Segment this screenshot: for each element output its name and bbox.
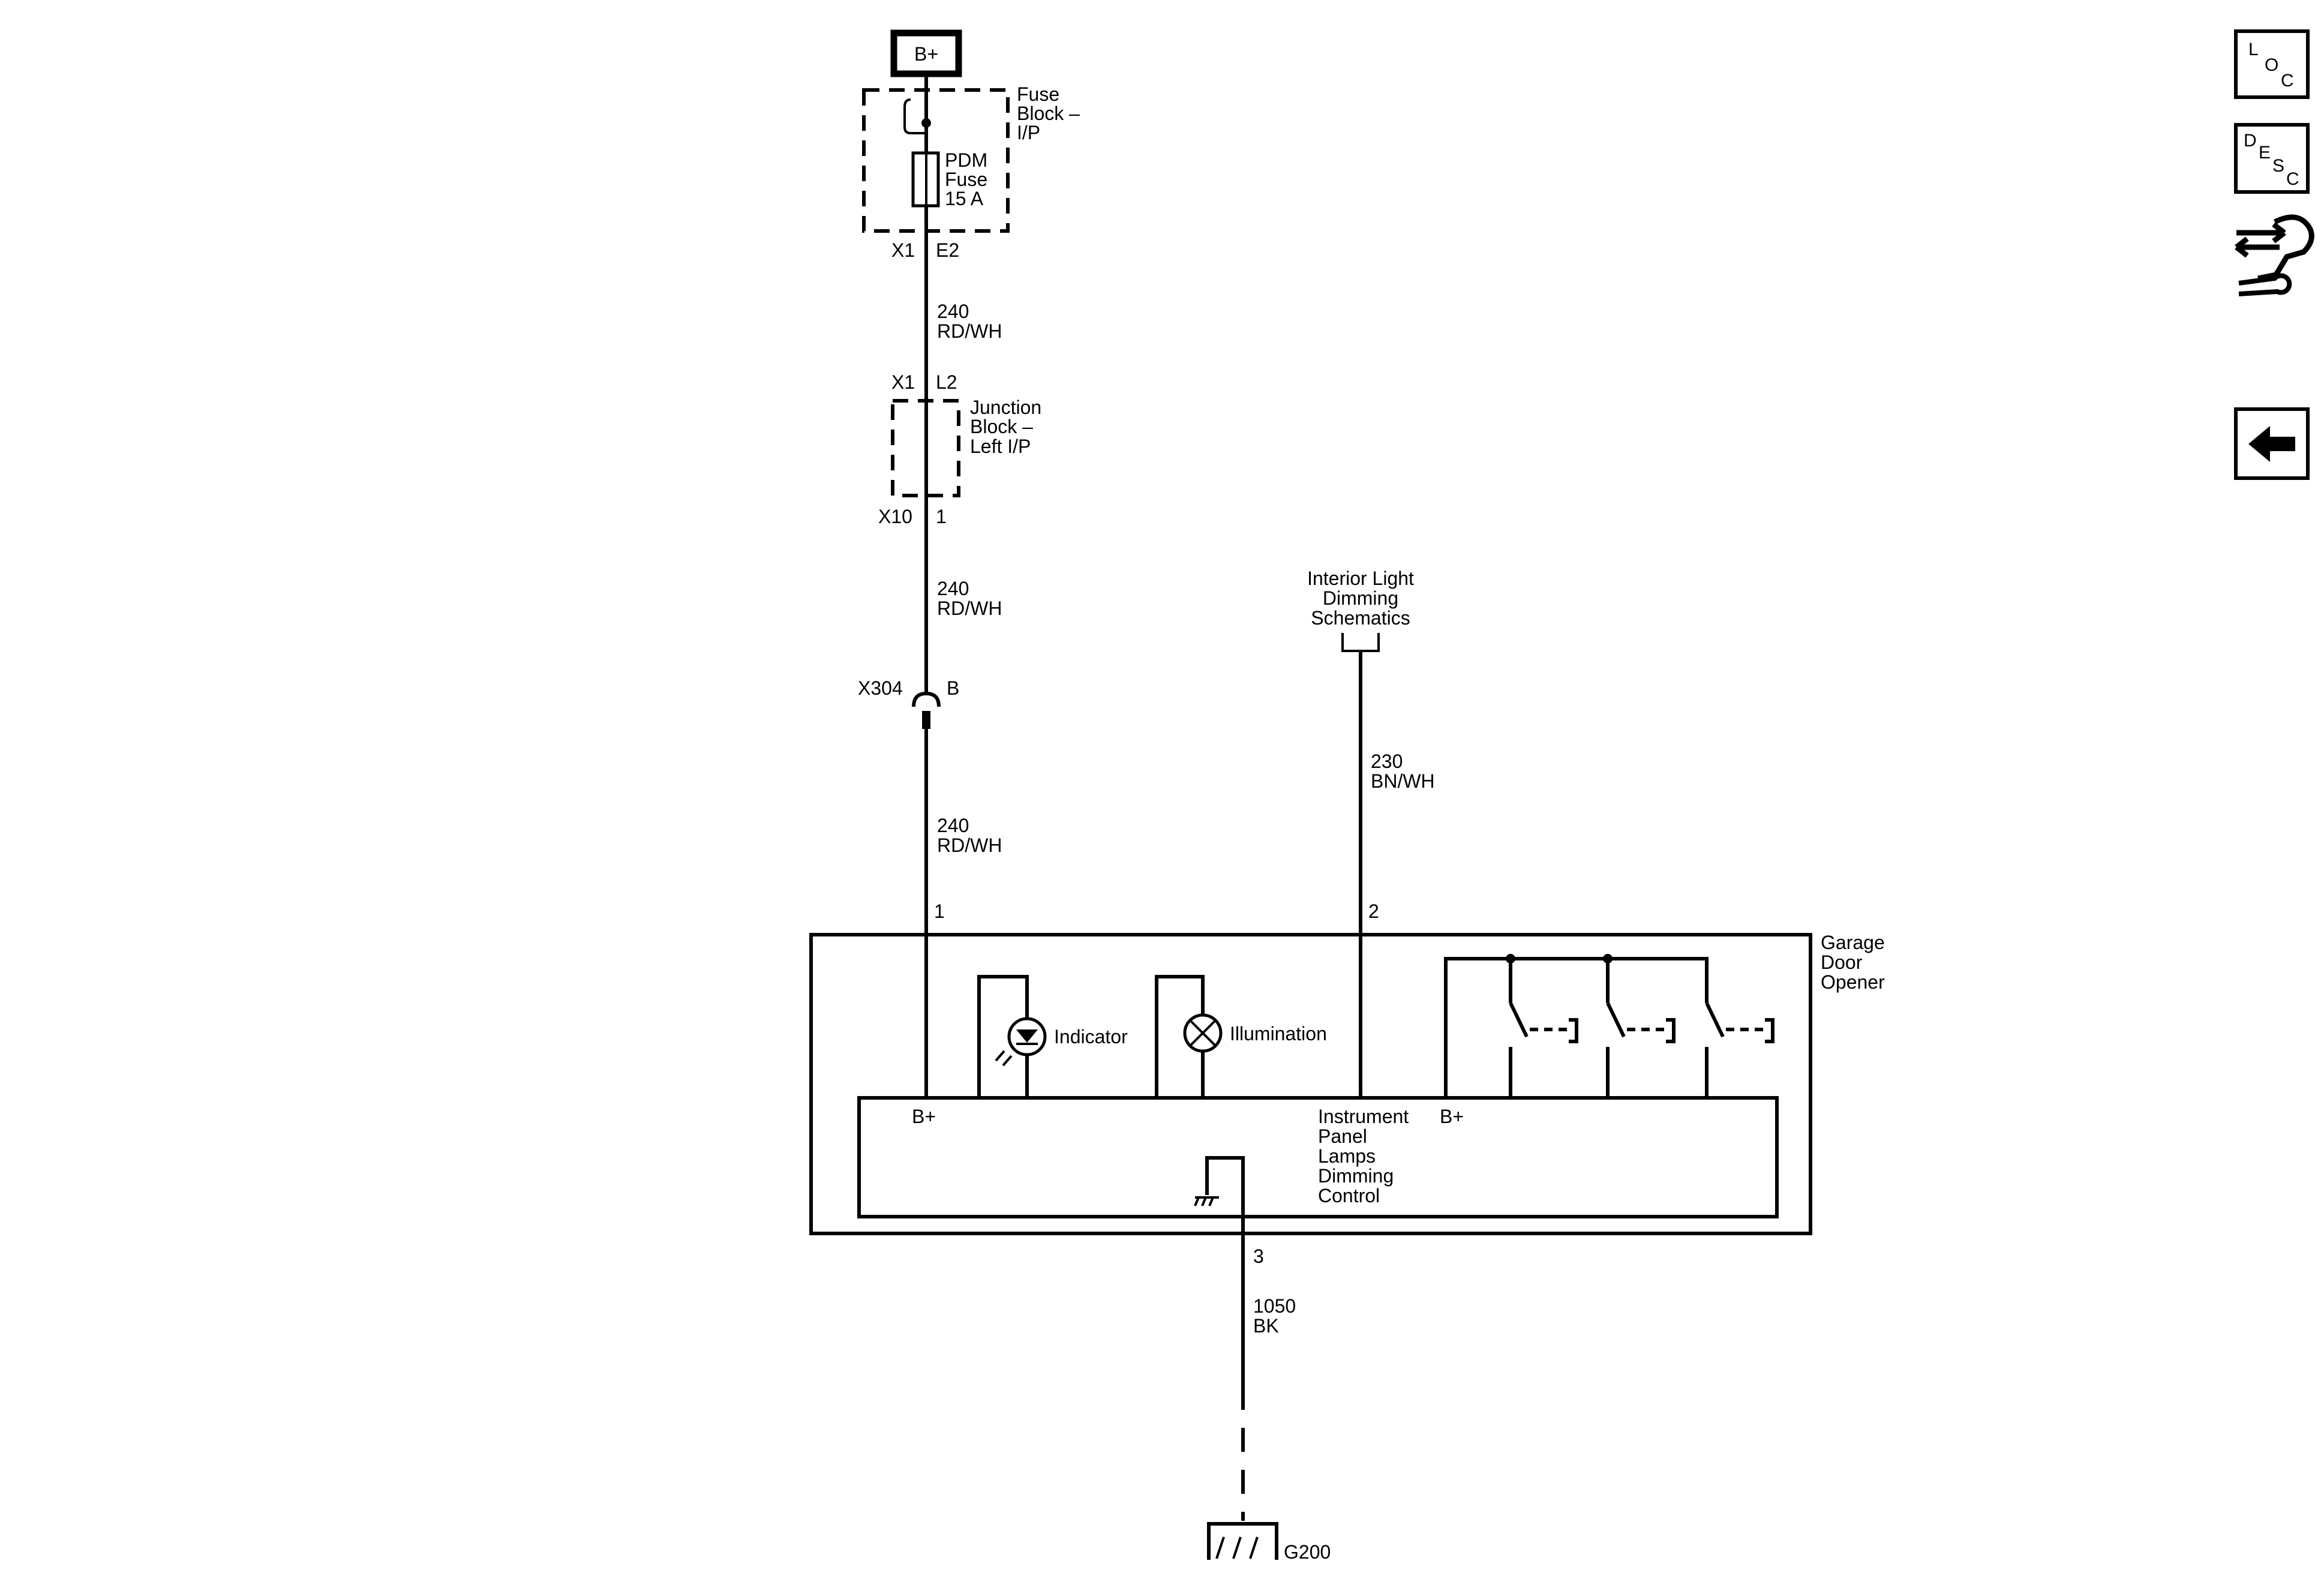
- dimming-ref-name-2: Dimming: [1323, 587, 1398, 609]
- fuse-block-name-1: Fuse: [1017, 83, 1059, 105]
- fuse-label-3: 15 A: [945, 188, 984, 209]
- loc-button[interactable]: L O C: [2234, 29, 2310, 99]
- fuse-label-1: PDM: [945, 149, 987, 171]
- indicator-label: Indicator: [1054, 1026, 1128, 1047]
- fuse-block-name-3: I/P: [1017, 122, 1040, 143]
- desc-letter-1: D: [2244, 131, 2257, 151]
- switch-1: [1509, 1002, 1529, 1038]
- loc-letter-2: O: [2265, 55, 2278, 75]
- bus-bar-symbol: [903, 98, 926, 134]
- gdo-pin-2: 2: [1368, 900, 1379, 922]
- ground-name: G200: [1284, 1541, 1331, 1563]
- fuse-block-name-2: Block –: [1017, 103, 1080, 124]
- gdo-name-3: Opener: [1821, 971, 1885, 993]
- loc-letter-3: C: [2281, 71, 2294, 91]
- chassis-ground-icon: [1207, 1522, 1278, 1560]
- switch-2: [1606, 1002, 1626, 1038]
- switch-3: [1705, 1002, 1725, 1038]
- power-source: B+: [890, 29, 962, 77]
- junction-in-connector: X1: [891, 371, 915, 393]
- control-module-box: [857, 1096, 1779, 1218]
- desc-letter-3: S: [2272, 156, 2284, 176]
- junction-name-2: Block –: [970, 416, 1033, 437]
- wire-1050-color: BK: [1253, 1315, 1279, 1337]
- garage-door-opener: 1 2 Garage Door Opener Indicator Illumin…: [809, 900, 1885, 1235]
- dimming-control-5: Control: [1318, 1185, 1380, 1206]
- illumination-label: Illumination: [1230, 1023, 1327, 1044]
- gdo-name-1: Garage: [1821, 932, 1885, 953]
- inline-connector-pin: B: [947, 677, 959, 699]
- dimming-ref-name-1: Interior Light: [1307, 568, 1414, 589]
- wire-240-b-circuit: 240: [937, 578, 969, 599]
- desc-letter-4: C: [2286, 169, 2299, 189]
- wire-240-c-circuit: 240: [937, 815, 969, 836]
- reference-arrow-symbol: [1341, 633, 1380, 652]
- wire-240-b-color: RD/WH: [937, 598, 1002, 619]
- connector-male-symbol: [922, 711, 930, 729]
- junction-out-pin: 1: [936, 506, 947, 527]
- inline-connector-name: X304: [858, 677, 903, 699]
- junction-name-3: Left I/P: [970, 436, 1031, 457]
- back-arrow-icon: [2248, 426, 2295, 462]
- b-plus-label-right: B+: [1440, 1106, 1464, 1127]
- fuse-block-connector: X1: [891, 239, 915, 261]
- wire-240-c-color: RD/WH: [937, 834, 1002, 856]
- opener-switches: [1444, 954, 1774, 1098]
- dimming-schematic-ref[interactable]: Interior Light Dimming Schematics: [1307, 568, 1414, 652]
- fuse-block-pin: E2: [936, 239, 959, 261]
- junction-out-connector: X10: [878, 506, 912, 527]
- dimming-control-3: Lamps: [1318, 1145, 1376, 1167]
- wire-230-circuit: 230: [1371, 751, 1403, 772]
- internal-ground-icon: [1194, 1156, 1245, 1233]
- wire-1050-circuit: 1050: [1253, 1295, 1296, 1317]
- connector-female-symbol: [912, 691, 941, 707]
- dimming-control-2: Panel: [1318, 1125, 1367, 1147]
- wire-240-b-label: 240 RD/WH: [937, 578, 1002, 619]
- wire-240-a-color: RD/WH: [937, 320, 1002, 342]
- gdo-component-outline: [809, 933, 1812, 1235]
- inline-connector: X304 B: [858, 677, 959, 729]
- wire-1050-label: 1050 BK: [1253, 1295, 1296, 1337]
- dimming-ref-name-3: Schematics: [1311, 607, 1410, 629]
- fuse-label-2: Fuse: [945, 169, 987, 190]
- gdo-name-2: Door: [1821, 951, 1863, 973]
- junction-block: X1 L2 Junction Block – Left I/P X10 1: [878, 371, 1041, 527]
- wire-240-c-label: 240 RD/WH: [937, 815, 1002, 856]
- connector-wrench-icon[interactable]: [2235, 214, 2314, 296]
- desc-button[interactable]: D E S C: [2234, 123, 2310, 194]
- gdo-pin-1: 1: [934, 900, 945, 922]
- loc-letter-1: L: [2248, 40, 2259, 59]
- power-source-label: B+: [914, 43, 938, 65]
- junction-in-pin: L2: [936, 371, 957, 393]
- back-button[interactable]: [2234, 407, 2310, 480]
- junction-name-1: Junction: [970, 397, 1041, 418]
- indicator-led: Indicator: [977, 975, 1128, 1098]
- wire-240-a-label: 240 RD/WH: [937, 301, 1002, 342]
- desc-letter-2: E: [2259, 143, 2271, 163]
- dimming-control-4: Dimming: [1318, 1165, 1394, 1187]
- splice-dot: [921, 118, 931, 128]
- illumination-lamp: Illumination: [1155, 975, 1327, 1098]
- wire-230-color: BN/WH: [1371, 770, 1435, 792]
- gdo-pin-3: 3: [1253, 1245, 1264, 1267]
- dimming-control-1: Instrument: [1318, 1106, 1409, 1127]
- fuse-block: Fuse Block – I/P PDM Fuse 15 A X1 E2: [862, 83, 1080, 261]
- wire-240-a-circuit: 240: [937, 301, 969, 322]
- b-plus-label-left: B+: [912, 1106, 936, 1127]
- ground-g200: G200: [1207, 1522, 1331, 1563]
- wire-230-label: 230 BN/WH: [1371, 751, 1435, 792]
